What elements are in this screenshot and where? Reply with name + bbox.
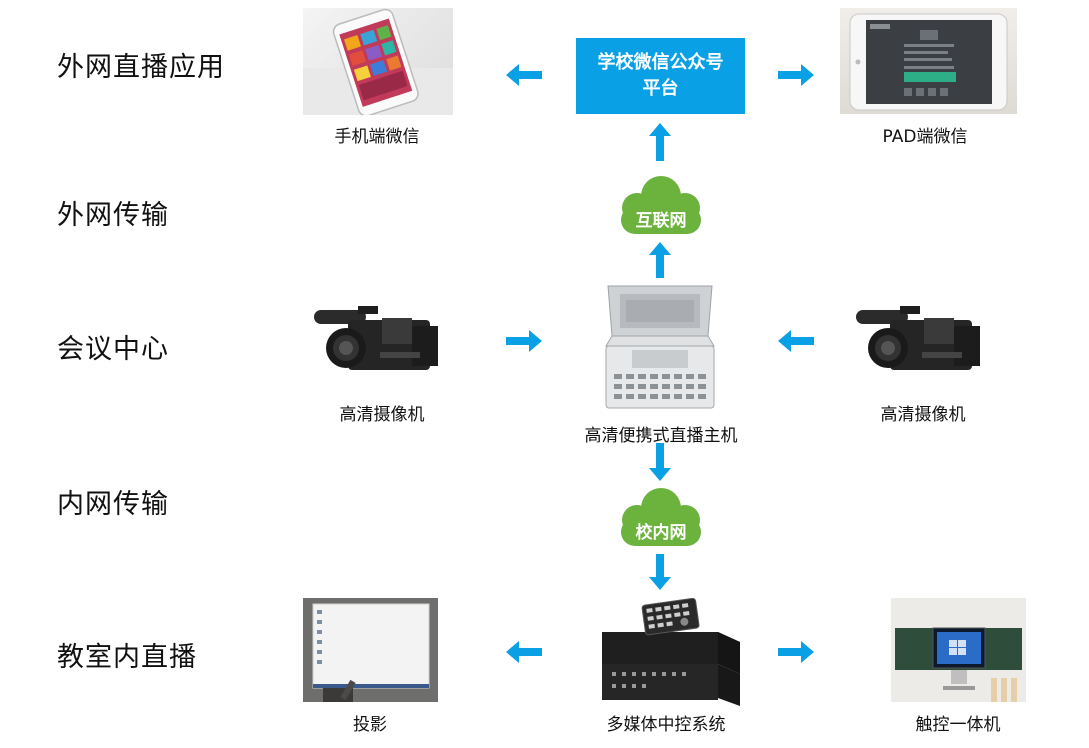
row-label-external-app: 外网直播应用 [57,52,225,83]
multimedia-caption: 多媒体中控系统 [606,715,726,735]
cloud-icon [621,176,701,234]
arrow-right-icon [778,64,814,86]
row-label-external-transfer: 外网传输 [57,200,169,231]
cloud-icon [621,488,701,546]
internet-label: 互联网 [635,211,687,231]
arrow-right-icon [778,641,814,663]
wechat-platform-box: 学校微信公众号 平台 [576,38,745,114]
row-label-classroom-live: 教室内直播 [57,642,197,673]
touch-screen-caption: 触控一体机 [915,715,1001,735]
phone-wechat-caption: 手机端微信 [334,127,420,147]
pad-wechat-caption: PAD端微信 [882,127,968,147]
arrow-down-icon [649,443,671,481]
wechat-platform-line1: 学校微信公众号 [597,52,724,73]
projector-caption: 投影 [353,715,387,735]
row-label-internal-transfer: 内网传输 [57,489,169,520]
campus-net-cloud: 校内网 [611,484,711,548]
camera-right-caption: 高清摄像机 [880,405,966,425]
phone-wechat-image [303,8,453,115]
host-image [602,278,718,412]
host-caption: 高清便携式直播主机 [584,426,738,446]
pad-wechat-image [840,8,1017,114]
arrow-left-icon [506,641,542,663]
arrow-left-icon [506,64,542,86]
campus-net-label: 校内网 [635,523,687,543]
camera-right-image [852,296,984,386]
row-label-meeting-center: 会议中心 [57,334,169,365]
projector-image [303,598,438,702]
arrow-up-icon [649,123,671,161]
internet-cloud: 互联网 [611,172,711,236]
arrow-down-icon [649,554,671,590]
camera-left-image [310,296,442,386]
touch-screen-image [891,598,1026,702]
camera-left-caption: 高清摄像机 [339,405,425,425]
arrow-right-icon [506,330,542,352]
arrow-left-icon [778,330,814,352]
multimedia-image [598,598,744,706]
arrow-up-icon [649,242,671,278]
wechat-platform-line2: 平台 [642,78,679,99]
